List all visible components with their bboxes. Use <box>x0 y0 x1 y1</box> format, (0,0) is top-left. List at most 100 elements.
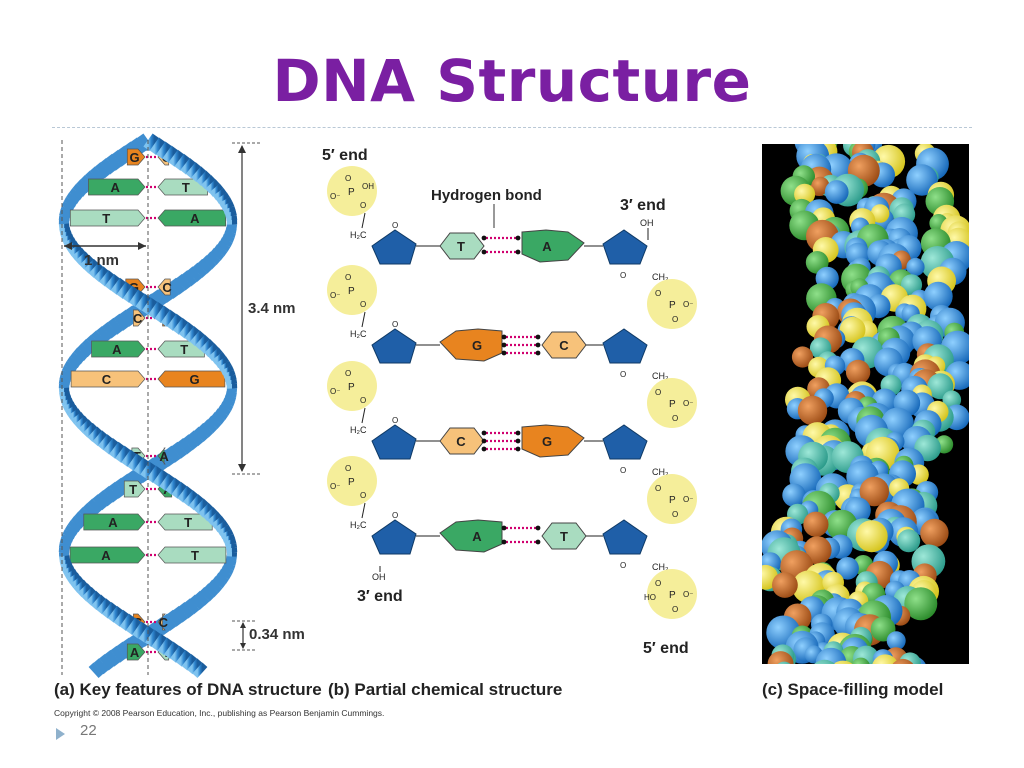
helix-ribbon-segment <box>64 524 79 536</box>
base-letter: C <box>559 338 569 353</box>
h2c-label: H₂C <box>350 230 367 240</box>
helix-ribbon-segment <box>81 587 97 602</box>
atom-dot <box>481 235 487 241</box>
atom-dot <box>515 235 521 241</box>
atom-dot <box>481 438 487 444</box>
helix-ribbon-segment <box>178 321 195 339</box>
ch2-label: CH₂ <box>652 371 669 381</box>
helix-ribbon-segment <box>160 613 177 631</box>
deoxyribose-sugar <box>371 424 417 460</box>
base-block <box>157 447 166 465</box>
space-filling-atoms <box>762 144 969 664</box>
helix-ribbon-segment <box>207 415 222 429</box>
helix-ribbon-segment <box>189 330 205 347</box>
helix-ribbon-segment <box>214 408 229 421</box>
atom-sphere <box>870 204 890 223</box>
helix-ribbon-segment <box>191 166 207 183</box>
helix-ribbon-segment <box>109 481 125 499</box>
base-letter: C <box>133 311 143 326</box>
deoxyribose-sugar <box>371 229 417 265</box>
ring-oxygen: O <box>620 561 626 570</box>
atom-sphere <box>811 176 830 195</box>
helix-ribbon-segment <box>154 305 171 323</box>
helix-ribbon-segment <box>77 343 92 358</box>
helix-ribbon-segment <box>61 397 74 407</box>
helix-ribbon-segment <box>174 153 190 171</box>
helix-ribbon-segment <box>109 441 125 459</box>
helix-ribbon-segment <box>188 430 204 447</box>
atom-sphere <box>872 654 899 664</box>
atom-sphere <box>803 511 829 537</box>
ring-oxygen: O <box>620 370 626 379</box>
rise-label: 0.34 nm <box>249 626 305 643</box>
phosphate-p: P <box>669 495 676 506</box>
helix-ribbon-segment <box>205 179 220 194</box>
helix-ribbon-segment <box>132 621 148 640</box>
helix-ribbon-segment <box>62 365 76 376</box>
helix-ribbon-segment <box>89 166 105 183</box>
helix-ribbon-segment <box>215 572 229 584</box>
helix-ribbon-segment <box>99 270 115 287</box>
helix-ribbon-segment <box>129 289 145 307</box>
helix-ribbon-segment <box>104 649 121 667</box>
base-letter: G <box>130 150 140 165</box>
atom-dot <box>501 539 507 545</box>
helix-ribbon-segment <box>226 215 238 222</box>
helix-ribbon-segment <box>225 226 237 234</box>
helix-ribbon-segment <box>104 273 120 291</box>
helix-ribbon-segment <box>165 477 181 495</box>
purine-base <box>521 229 585 263</box>
helix-ribbon-segment <box>193 426 209 442</box>
hydrogen-bond-label: Hydrogen bond <box>431 187 542 204</box>
phosphate-o-minus: O⁻ <box>330 482 340 491</box>
atom-dot <box>501 525 507 531</box>
atom-sphere <box>859 476 889 507</box>
copyright-notice: Copyright © 2008 Pearson Education, Inc.… <box>54 708 385 718</box>
helix-ribbon-segment <box>96 326 112 343</box>
helix-ribbon-segment <box>151 289 167 307</box>
purine-base <box>439 328 503 362</box>
helix-ribbon-segment <box>103 485 119 503</box>
helix-ribbon-segment <box>215 356 230 369</box>
atom-dot <box>515 446 521 452</box>
helix-ribbon-segment <box>127 469 144 488</box>
base-letter: A <box>112 342 122 357</box>
helix-ribbon-segment <box>110 277 126 295</box>
helix-ribbon-segment <box>99 654 115 671</box>
helix-ribbon-segment <box>208 347 223 361</box>
width-label: 1 nm <box>84 252 119 269</box>
helix-ribbon-segment <box>224 374 237 382</box>
atom-sphere <box>904 587 938 621</box>
atom-sphere <box>797 395 828 426</box>
h2c-label: H₂C <box>350 425 367 435</box>
base-letter: C <box>159 615 169 630</box>
helix-ribbon-segment <box>172 317 189 335</box>
helix-ribbon-segment <box>88 262 104 278</box>
helix-ribbon-segment <box>220 529 234 540</box>
base-block <box>157 178 208 196</box>
helix-ribbon-segment <box>183 434 199 451</box>
helix-ribbon-segment <box>121 449 137 467</box>
atom-dot <box>515 438 521 444</box>
helix-ribbon-segment <box>222 370 236 379</box>
helix-ribbon-segment <box>170 277 186 295</box>
atom-sphere <box>900 274 923 296</box>
helix-ribbon-segment <box>58 543 71 550</box>
helix-ribbon-segment <box>62 529 76 540</box>
helix-ribbon-segment <box>133 457 150 476</box>
atom-sphere <box>906 164 938 196</box>
phosphate-o-minus: O⁻ <box>330 387 340 396</box>
base-block <box>91 340 146 358</box>
helix-ribbon-segment <box>65 404 79 416</box>
helix-ribbon-segment <box>97 434 113 451</box>
caption-a: (a) Key features of DNA structure <box>54 680 322 699</box>
base-pair-rungs: GCATTAGCCGATCGTATAATATGCAT <box>69 148 227 661</box>
helix-ribbon-segment <box>79 255 94 270</box>
helix-ribbon-segment <box>202 255 217 270</box>
helix-ribbon-segment <box>225 391 237 398</box>
phosphate-p: P <box>348 477 355 488</box>
h2c-label: H₂C <box>350 329 367 339</box>
helix-ribbon-segment <box>223 562 236 571</box>
